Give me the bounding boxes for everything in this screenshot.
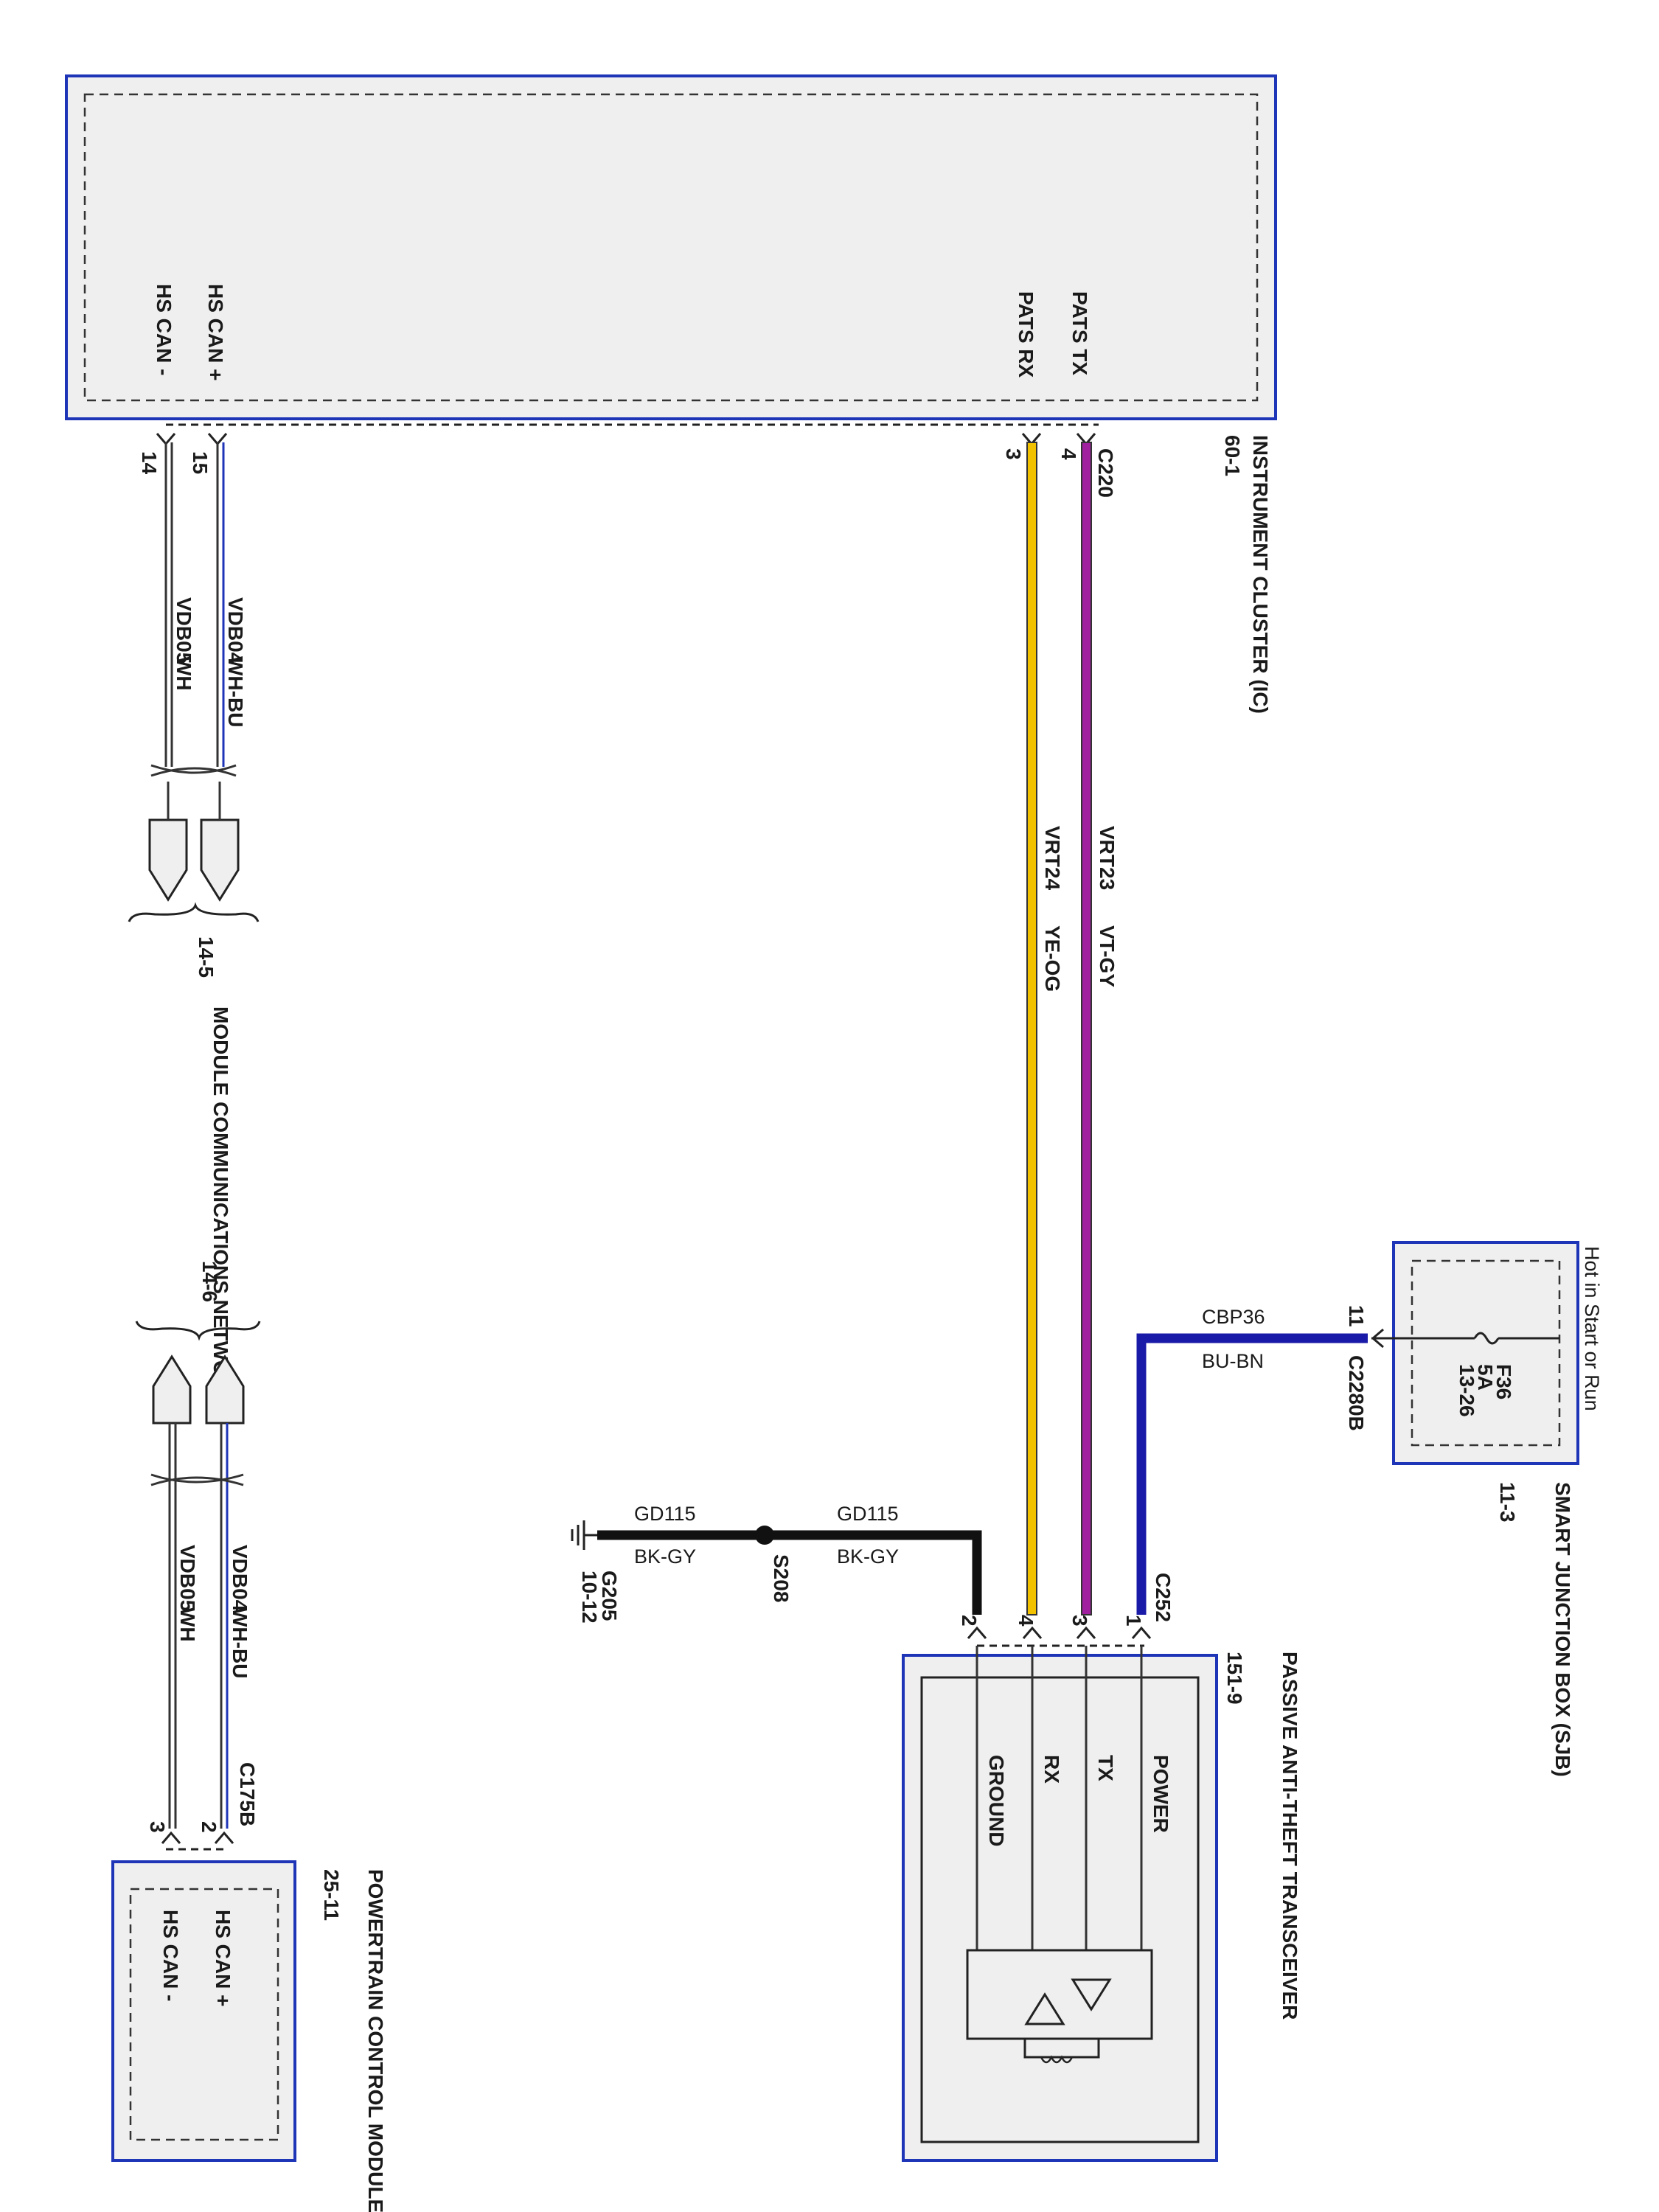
splice-s208-dot: [755, 1526, 774, 1545]
sjb-module-name: SMART JUNCTION BOX (SJB): [1551, 1482, 1574, 1777]
pats-wire-rx: [1026, 442, 1037, 1615]
ground-point-ref: 10-12: [578, 1571, 601, 1624]
mcn-top-name: MODULE COMMUNICATIONS NETWORK: [209, 1006, 232, 1406]
can-wire-vdb05-color-bottom: WH: [176, 1607, 199, 1642]
power-wire-circuit: CBP36: [1202, 1306, 1265, 1328]
pats-pin-power: POWER: [1150, 1755, 1172, 1833]
twist-marker-top: [150, 764, 237, 777]
can-wires-top: [164, 442, 225, 767]
twist-marker-bottom: [150, 1473, 244, 1486]
ic-pin-hs-can-plus: HS CAN +: [204, 284, 227, 380]
ground-point-id: G205: [598, 1571, 621, 1621]
fuse-f36-icon: [1371, 1332, 1559, 1345]
power-wire-color: BU-BN: [1202, 1350, 1264, 1372]
pcm-pin-hs-can-plus: HS CAN +: [212, 1910, 234, 2006]
sjb-fuse-ref: 13-26: [1455, 1364, 1478, 1417]
pats-wire-vrt23-circuit: VRT23: [1096, 826, 1119, 890]
pats-wire-vrt24-circuit: VRT24: [1041, 826, 1064, 891]
ground-symbol-icon: [571, 1520, 597, 1550]
pcm-pin-hs-can-minus: HS CAN -: [159, 1910, 182, 2001]
ic-module-name: INSTRUMENT CLUSTER (IC): [1249, 435, 1272, 714]
can-wires-bottom: [168, 1423, 229, 1829]
mcn-connector-bottom: [152, 1354, 245, 1425]
pats-wire-vrt23-color: VT-GY: [1096, 925, 1119, 987]
sjb-fuse-id: F36: [1492, 1364, 1515, 1399]
pcm-connector-id: C175B: [236, 1762, 259, 1826]
ic-connector-chevrons: [156, 433, 1096, 446]
can-wire-vdb04-color-top: WH-BU: [224, 656, 247, 727]
ic-pin-num-3: 3: [1002, 448, 1025, 460]
sjb-hot-label: Hot in Start or Run: [1581, 1246, 1603, 1411]
mcn-bottom-ref: 14-6: [198, 1261, 221, 1302]
pats-pin-rx: RX: [1040, 1755, 1063, 1784]
pats-module-name: PASSIVE ANTI-THEFT TRANSCEIVER: [1279, 1652, 1301, 2020]
pcm-pin-num-2: 2: [198, 1821, 220, 1833]
pats-pin-num-4: 4: [1015, 1615, 1037, 1627]
ground-wire-color-left: BK-GY: [634, 1545, 696, 1568]
pats-module: [902, 1654, 1218, 2162]
power-wire-cbp36: [1136, 1333, 1368, 1615]
can-wire-vdb05-color-top: WH: [173, 656, 195, 691]
mcn-top-ref: 14-5: [195, 936, 218, 978]
can-wire-vdb05-circuit-top: VDB05: [173, 597, 195, 664]
sjb-fuse-rating: 5A: [1474, 1364, 1497, 1391]
ic-module-ref: 60-1: [1221, 435, 1244, 476]
can-wire-vdb04-color-bottom: WH-BU: [229, 1607, 251, 1678]
ic-pin-pats-tx: PATS TX: [1068, 291, 1091, 375]
sjb-connector-id: C2280B: [1345, 1355, 1368, 1431]
ic-pin-num-4: 4: [1057, 448, 1080, 460]
ic-pin-pats-rx: PATS RX: [1015, 291, 1037, 378]
can-wire-vdb05-circuit-bottom: VDB05: [176, 1545, 199, 1611]
ic-pin-num-15: 15: [189, 451, 212, 474]
ic-pin-hs-can-minus: HS CAN -: [153, 284, 175, 375]
ground-wire-gd115: [597, 1530, 982, 1615]
sjb-module: [1392, 1241, 1579, 1465]
pcm-module: [111, 1860, 296, 2162]
pats-pin-num-3: 3: [1068, 1615, 1091, 1627]
brace-bottom: [135, 1321, 261, 1341]
splice-s208-label: S208: [770, 1554, 793, 1602]
pcm-module-ref: 25-11: [320, 1869, 343, 1921]
ground-wire-circuit-right: GD115: [837, 1503, 899, 1525]
ground-wire-circuit-left: GD115: [634, 1503, 696, 1525]
pcm-pin-num-3: 3: [146, 1821, 169, 1833]
pats-transceiver-box: [966, 1949, 1153, 2064]
brace-top: [128, 902, 260, 922]
pats-wire-tx: [1081, 442, 1092, 1615]
pats-pin-tx: TX: [1094, 1755, 1117, 1781]
sjb-connector-chevron: [1371, 1328, 1384, 1349]
ic-connector-id: C220: [1094, 448, 1117, 498]
pats-pin-ground: GROUND: [985, 1755, 1008, 1846]
pats-connector-id: C252: [1152, 1573, 1175, 1622]
mcn-connector-top: [148, 818, 240, 902]
pats-pin-num-2: 2: [958, 1615, 981, 1627]
pcm-connector-chevrons: [161, 1831, 234, 1844]
ground-wire-color-right: BK-GY: [837, 1545, 899, 1568]
pats-wire-vrt24-color: YE-OG: [1041, 925, 1064, 992]
instrument-cluster-module: [65, 74, 1277, 420]
ic-pin-num-14: 14: [138, 451, 161, 475]
pcm-module-name: POWERTRAIN CONTROL MODULE (PCM): [364, 1869, 387, 2212]
pats-pin-num-1: 1: [1122, 1615, 1145, 1627]
sjb-pin-num: 11: [1345, 1305, 1368, 1327]
can-wire-vdb04-circuit-bottom: VDB04: [229, 1545, 251, 1612]
sjb-module-ref: 11-3: [1496, 1482, 1519, 1523]
pats-internal-wires: [975, 1646, 1143, 1950]
pats-module-ref: 151-9: [1223, 1652, 1246, 1705]
pats-connector-chevrons: [967, 1626, 1152, 1639]
can-wire-vdb04-circuit-top: VDB04: [224, 597, 247, 664]
